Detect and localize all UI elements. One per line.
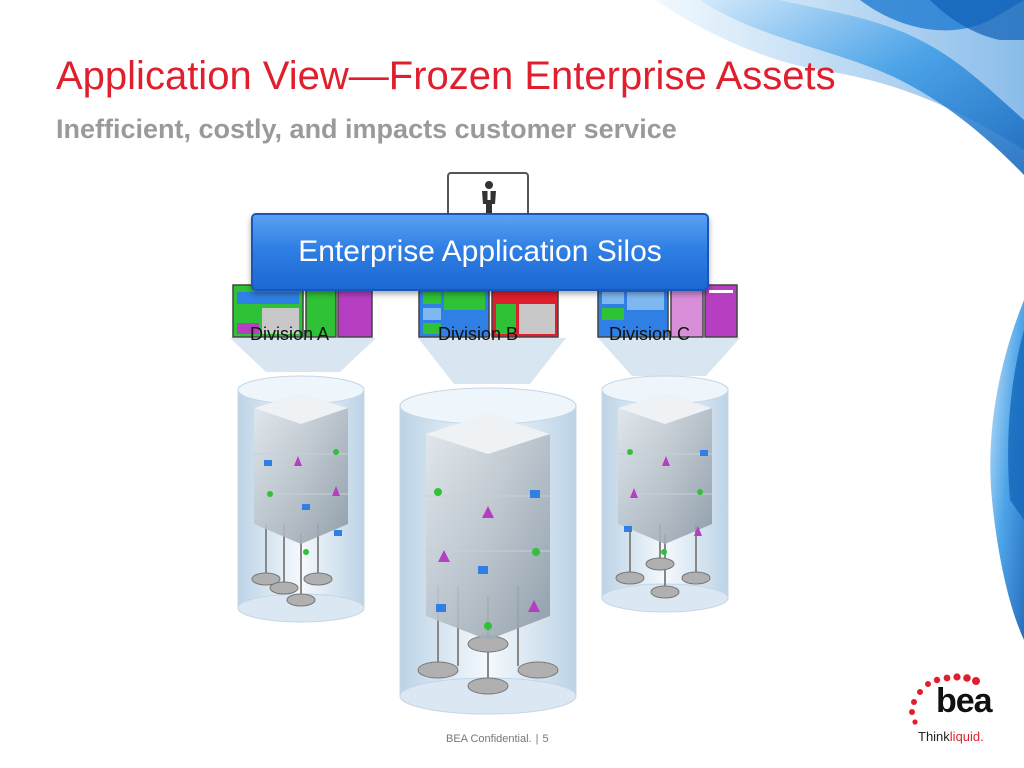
bea-logo: bea Thinkliquid.: [904, 672, 1004, 752]
division-a-app-icon: [232, 284, 373, 338]
slide-footer: BEA Confidential.|5: [446, 733, 549, 745]
division-label-c: Division C: [609, 324, 691, 344]
page-subtitle: Inefficient, costly, and impacts custome…: [56, 114, 677, 144]
division-c-app-icon: [597, 284, 738, 338]
division-label-a: Division A: [250, 324, 330, 344]
division-label-b: Division B: [438, 324, 519, 344]
frozen-cylinder-b-icon: [399, 387, 577, 715]
page-title: Application View—Frozen Enterprise Asset…: [56, 54, 836, 98]
frozen-cylinder-a-icon: [237, 375, 365, 623]
enterprise-silos-banner: Enterprise Application Silos: [251, 213, 709, 291]
frozen-cylinder-c-icon: [601, 375, 729, 613]
logo-tagline-liquid: liquid.: [949, 729, 984, 744]
footer-page-number: 5: [542, 733, 549, 745]
user-icon: [482, 181, 496, 213]
footer-confidential: BEA Confidential.: [446, 733, 532, 745]
logo-tagline-think: Think: [918, 729, 950, 744]
logo-wordmark: bea: [936, 682, 993, 720]
logo-tagline: Thinkliquid.: [918, 729, 984, 744]
footer-separator: |: [535, 733, 539, 745]
division-b-app-icon: [418, 284, 559, 338]
bea-dots-icon: [909, 673, 980, 725]
